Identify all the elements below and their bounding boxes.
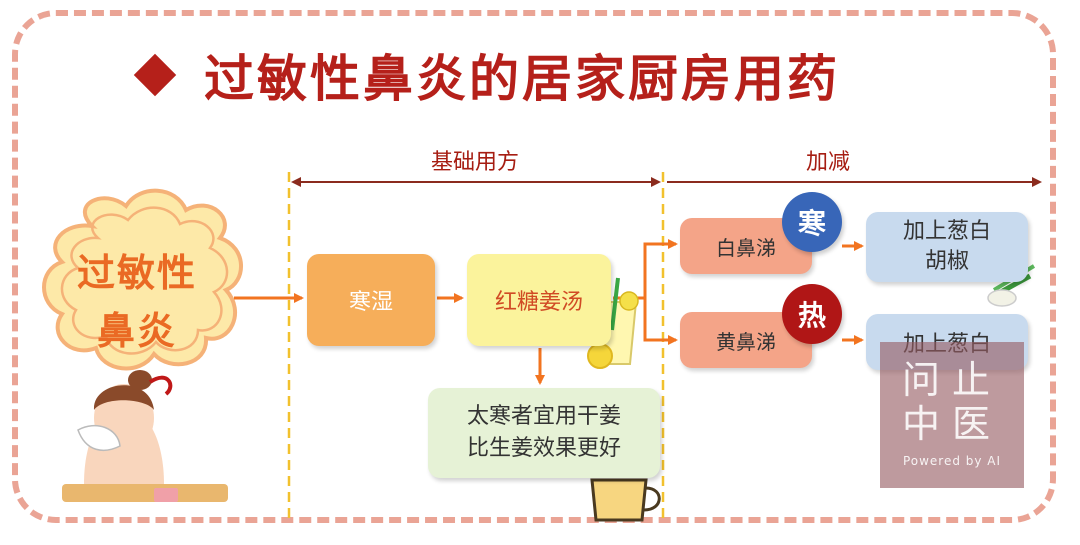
watermark-line1: 问止 — [901, 358, 1002, 402]
hot-badge: 热 — [782, 284, 842, 344]
remedy-box: 红糖姜汤 — [467, 254, 611, 346]
cloud-shape — [42, 188, 243, 371]
section-label-base: 基础用方 — [430, 150, 519, 175]
sneezing-person-illustration — [62, 370, 228, 502]
add1-line2: 胡椒 — [924, 249, 969, 274]
watermark-line3: Powered by AI — [902, 454, 1002, 468]
condition-line1: 过敏性 — [76, 251, 197, 295]
dashed-frame — [12, 10, 1056, 523]
note-line2: 比生姜效果更好 — [466, 436, 621, 461]
condition-label: 过敏性 鼻炎 — [62, 244, 212, 360]
white-mucus-box: 白鼻涕 — [680, 218, 812, 274]
add-box-cold: 加上葱白 胡椒 — [866, 212, 1028, 282]
condition-line2: 鼻炎 — [96, 309, 177, 353]
watermark: 问止 中医 Powered by AI — [880, 342, 1024, 488]
note-box: 太寒者宜用干姜 比生姜效果更好 — [428, 388, 660, 478]
watermark-line2: 中医 — [901, 402, 1002, 446]
type-box: 寒湿 — [307, 254, 435, 346]
title-block: 过敏性鼻炎的居家厨房用药 — [128, 40, 840, 110]
add1-line1: 加上葱白 — [902, 219, 991, 244]
note-line1: 太寒者宜用干姜 — [466, 404, 621, 429]
page-title: 过敏性鼻炎的居家厨房用药 — [204, 50, 840, 108]
section-label-adjust: 加减 — [805, 150, 850, 175]
cold-badge: 寒 — [782, 192, 842, 252]
